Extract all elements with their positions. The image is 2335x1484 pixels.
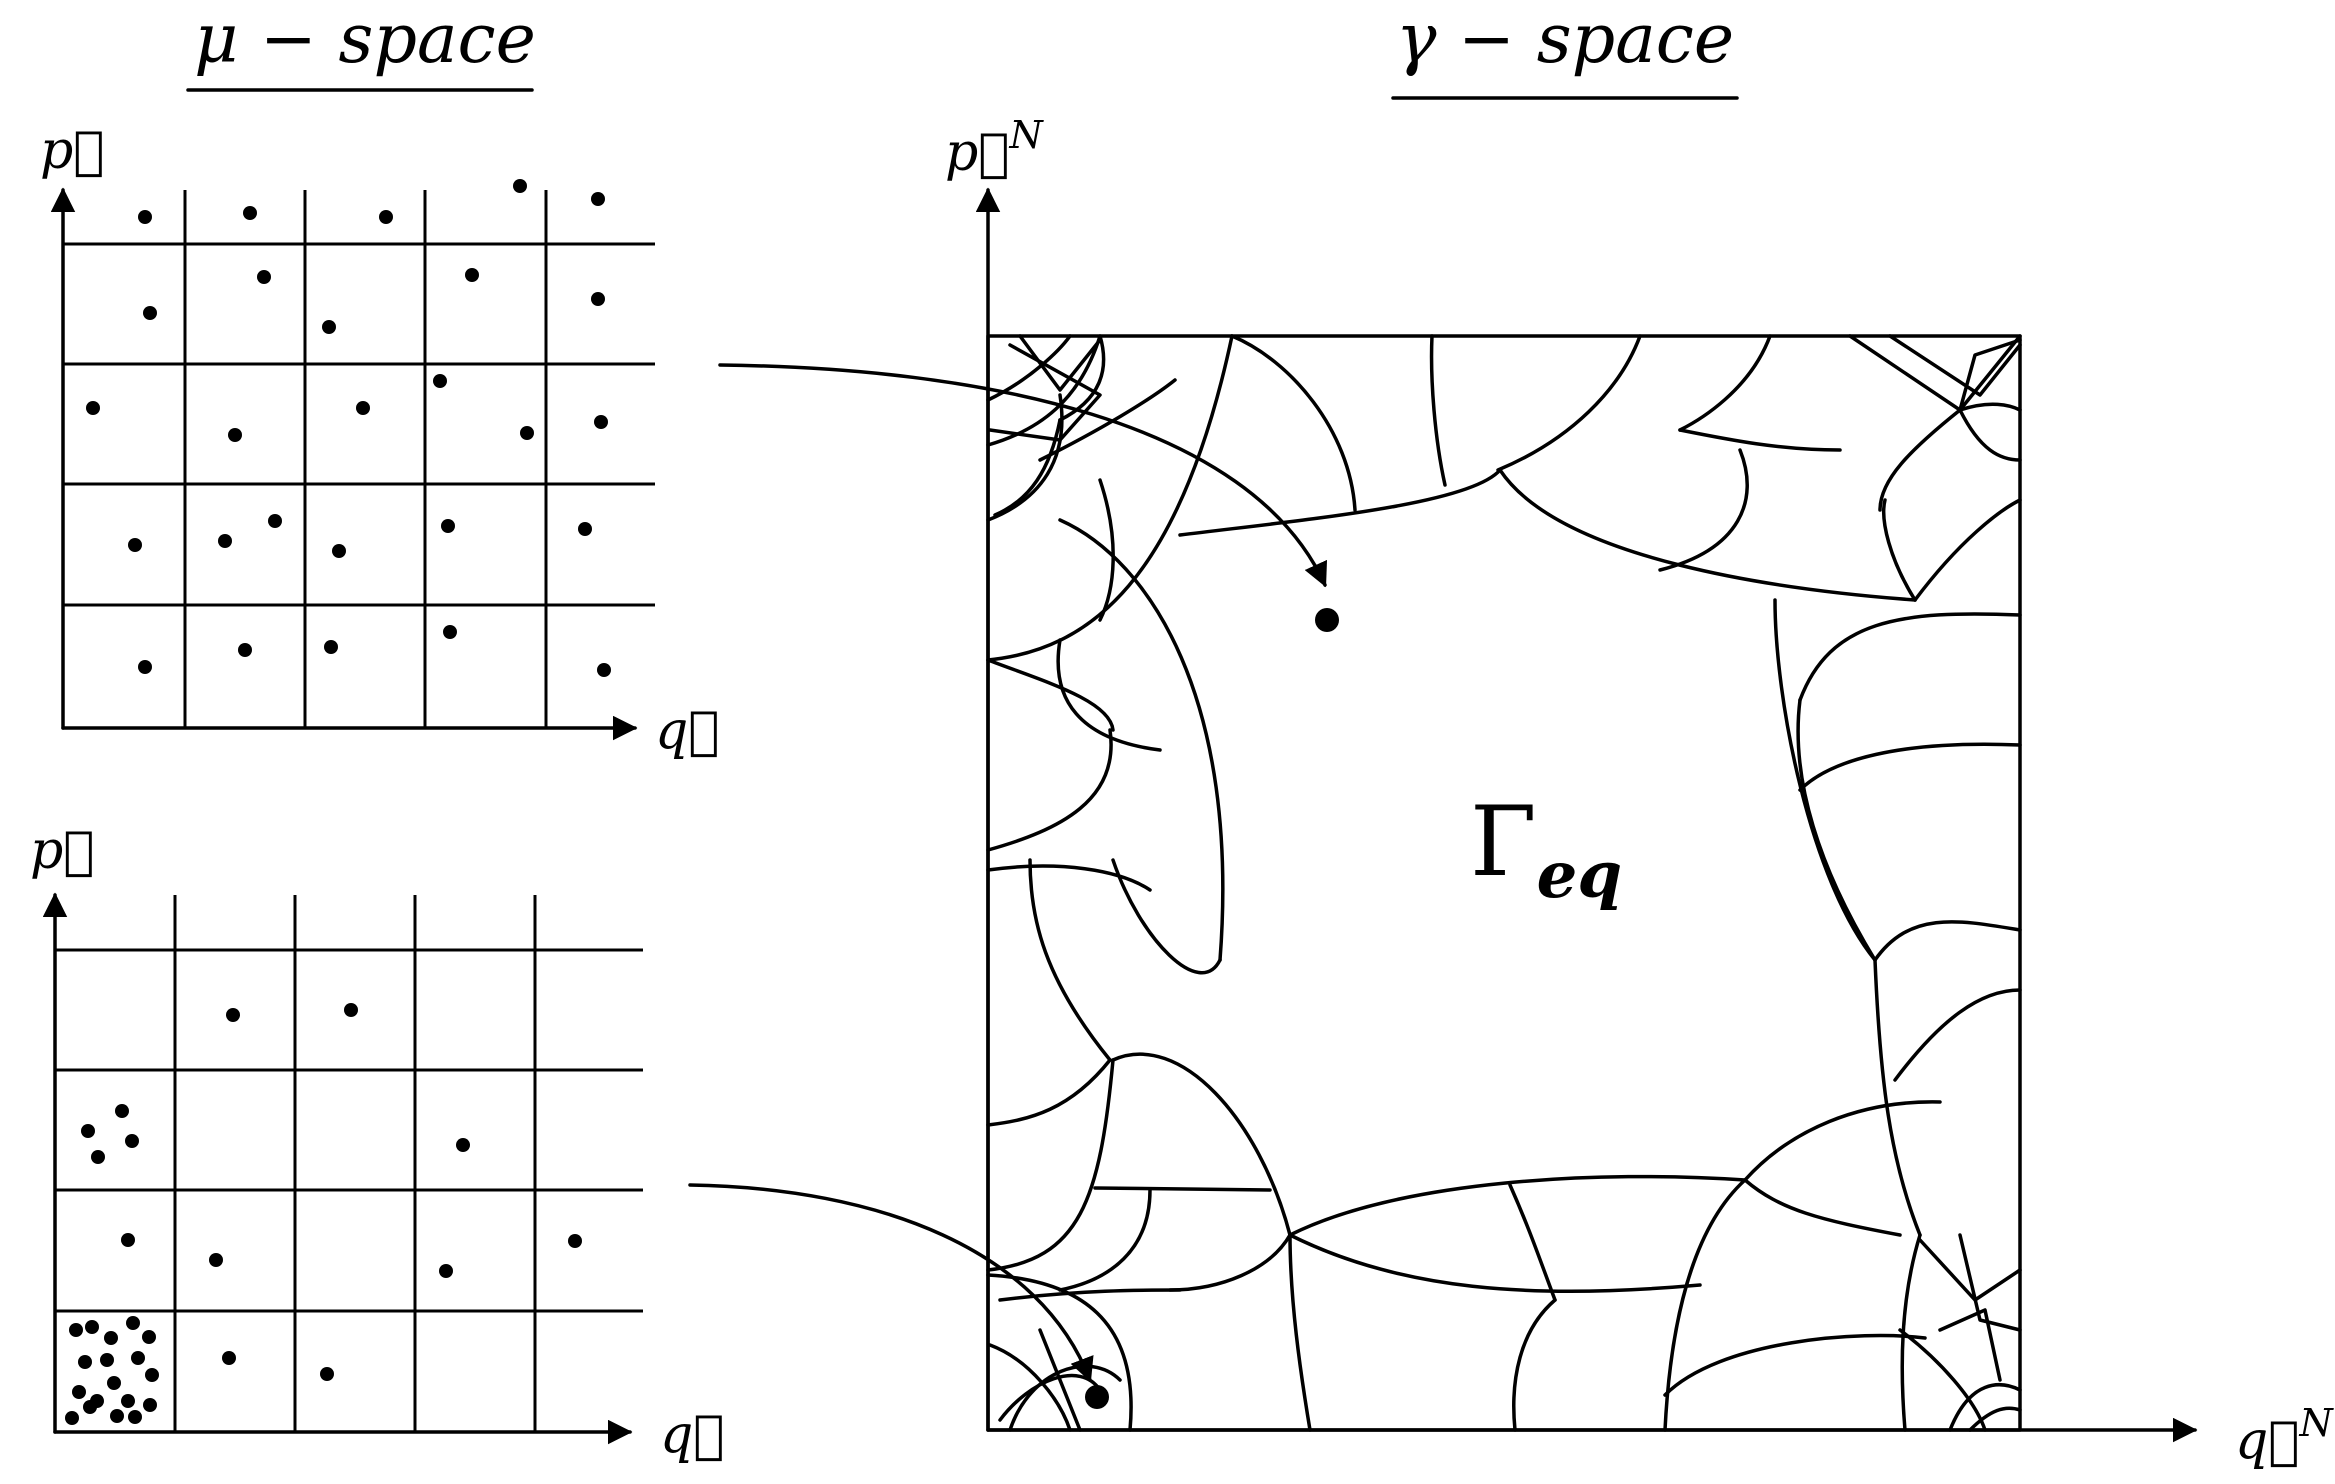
particle-dot [115, 1104, 129, 1118]
particle-dot [226, 1008, 240, 1022]
gamma-space-boundary [986, 334, 2022, 1432]
gamma-space-panel: p⃗N q⃗N Γeq [945, 113, 2335, 1471]
particle-dot [142, 1330, 156, 1344]
particle-dot [81, 1124, 95, 1138]
gamma-p-label: p⃗N [945, 113, 1045, 183]
particle-dot [520, 426, 534, 440]
particle-dot [591, 192, 605, 206]
mu-space-top-panel: p⃗ q⃗ [40, 121, 720, 761]
top-q-label: q⃗ [655, 701, 720, 761]
particle-dot [356, 401, 370, 415]
particle-dot [91, 1150, 105, 1164]
particle-dot [433, 374, 447, 388]
top-grid [63, 190, 655, 728]
particle-dot [78, 1355, 92, 1369]
particle-dot [65, 1411, 79, 1425]
nonequilibrium-phase-point [1085, 1385, 1109, 1409]
particle-dot [121, 1233, 135, 1247]
particle-dot [320, 1367, 334, 1381]
particle-dot [138, 660, 152, 674]
gamma-eq-symbol: Γ [1470, 786, 1537, 898]
bottom-mapping-arrow [688, 1183, 1094, 1383]
particle-dot [456, 1138, 470, 1152]
particle-dot [597, 663, 611, 677]
particle-dot [126, 1316, 140, 1330]
gamma-space-title: γ − space [1396, 0, 1734, 79]
gamma-q-label: q⃗N [2235, 1401, 2335, 1471]
particle-dot [100, 1353, 114, 1367]
gamma-p-superscript: N [1009, 113, 1045, 157]
particle-dot [125, 1134, 139, 1148]
particle-dot [322, 320, 336, 334]
particle-dot [222, 1351, 236, 1365]
particle-dot [257, 270, 271, 284]
top-particle-dots [86, 179, 611, 677]
particle-dot [379, 210, 393, 224]
particle-dot [344, 1003, 358, 1017]
particle-dot [243, 206, 257, 220]
particle-dot [110, 1409, 124, 1423]
gamma-q-symbol: q⃗ [2235, 1411, 2300, 1471]
particle-dot [121, 1394, 135, 1408]
phase-space-partition [986, 334, 2022, 1432]
particle-dot [218, 534, 232, 548]
particle-dot [143, 1398, 157, 1412]
particle-dot [268, 514, 282, 528]
particle-dot [568, 1234, 582, 1248]
mu-space-title: μ − space [194, 0, 536, 79]
particle-dot [332, 544, 346, 558]
particle-dot [83, 1400, 97, 1414]
particle-dot [145, 1368, 159, 1382]
particle-dot [138, 210, 152, 224]
particle-dot [104, 1331, 118, 1345]
particle-dot [594, 415, 608, 429]
particle-dot [72, 1385, 86, 1399]
particle-dot [513, 179, 527, 193]
particle-dot [441, 519, 455, 533]
bottom-q-label: q⃗ [660, 1405, 725, 1465]
particle-dot [591, 292, 605, 306]
particle-dot [439, 1264, 453, 1278]
particle-dot [143, 306, 157, 320]
particle-dot [465, 268, 479, 282]
particle-dot [69, 1323, 83, 1337]
particle-dot [86, 401, 100, 415]
particle-dot [209, 1253, 223, 1267]
particle-dot [107, 1376, 121, 1390]
gamma-p-symbol: p⃗ [945, 123, 1010, 183]
mu-space-bottom-panel: p⃗ q⃗ [30, 821, 725, 1465]
particle-dot [578, 522, 592, 536]
gamma-eq-label: Γeq [1470, 786, 1622, 913]
equilibrium-phase-point [1315, 608, 1339, 632]
particle-dot [85, 1320, 99, 1334]
particle-dot [131, 1351, 145, 1365]
particle-dot [443, 625, 457, 639]
particle-dot [324, 640, 338, 654]
particle-dot [238, 643, 252, 657]
gamma-q-superscript: N [2299, 1401, 2335, 1445]
particle-dot [128, 538, 142, 552]
gamma-eq-subscript: eq [1537, 838, 1622, 913]
bottom-grid [55, 895, 643, 1432]
top-mapping-arrow [718, 363, 1327, 588]
top-p-label: p⃗ [40, 121, 105, 181]
particle-dot [228, 428, 242, 442]
particle-dot [128, 1410, 142, 1424]
bottom-particle-dots [65, 1003, 582, 1425]
bottom-p-label: p⃗ [30, 821, 95, 881]
